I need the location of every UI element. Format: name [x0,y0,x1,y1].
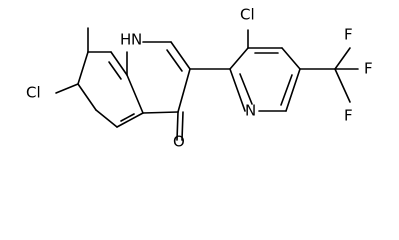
bond [229,68,246,112]
bond [116,112,144,128]
bond [281,47,301,70]
bond [170,41,191,70]
atom-label-f-mid: F [364,60,373,78]
atom-label-n: N [131,31,142,49]
bond [126,74,144,114]
bond [95,109,118,128]
atom-label-o: O [173,133,185,151]
bond [120,113,135,122]
chemical-structure-diagram: H N Cl Cl O N F F F [26,6,373,151]
bond [176,111,179,141]
atom-label-h: H [120,31,131,49]
bond [166,49,183,72]
bond [181,111,184,141]
bond [239,73,253,105]
bond [334,68,351,103]
bond [280,74,293,106]
bond [77,51,89,85]
bond [177,68,191,113]
bond [334,47,351,70]
bond [285,68,301,112]
bond [55,83,79,94]
atom-label-f-top: F [344,26,353,44]
bond [108,61,122,80]
bond-lines [55,27,359,141]
bond [229,47,249,70]
bond [77,83,97,111]
atom-label-n-pyridine: N [245,102,256,120]
bond [110,51,128,76]
atom-labels: H N Cl Cl O N F F F [26,6,373,151]
atom-label-cl-top: Cl [240,6,255,24]
atom-label-f-bottom: F [344,107,353,125]
bond [142,111,179,114]
atom-label-cl-left: Cl [26,84,41,102]
